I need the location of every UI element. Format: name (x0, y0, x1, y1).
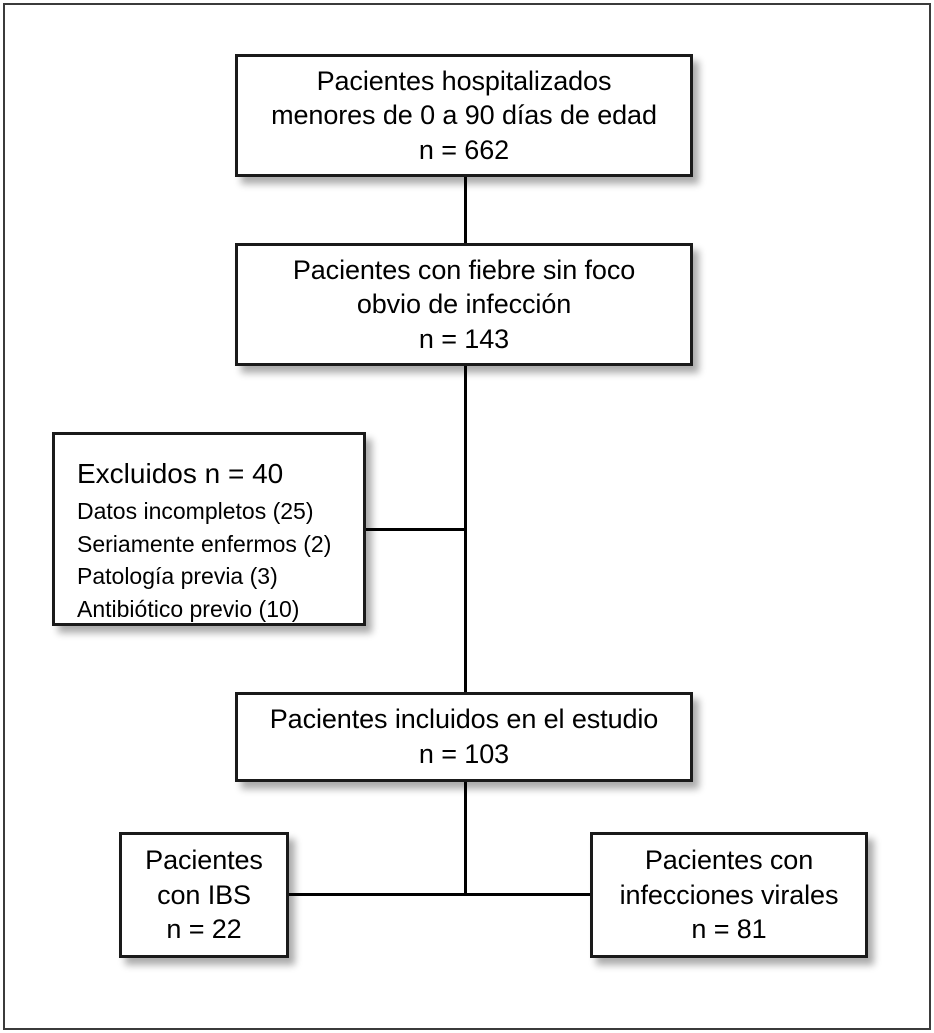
node-patients-with-ibs[interactable]: Pacientes con IBS n = 22 (119, 832, 289, 958)
list-item: Seriamente enfermos (2) (77, 530, 332, 557)
connector-hospitalized-to-fever (464, 175, 467, 245)
list-item: Antibiótico previo (10) (77, 595, 300, 622)
node-patients-viral-infections[interactable]: Pacientes con infecciones virales n = 81 (590, 832, 868, 958)
node-patients-viral-infections-text: Pacientes con infecciones virales n = 81 (619, 845, 839, 945)
node-included-in-study-text: Pacientes incluidos en el estudio n = 10… (269, 704, 659, 769)
node-excluded-reason-list: Datos incompletos (25) Seriamente enferm… (77, 495, 331, 626)
node-patients-with-ibs-text: Pacientes con IBS n = 22 (145, 845, 263, 945)
node-hospitalized-patients[interactable]: Pacientes hospitalizados menores de 0 a … (235, 54, 693, 177)
node-excluded[interactable]: Excluidos n = 40 Datos incompletos (25) … (52, 432, 366, 626)
list-item: Datos incompletos (25) (77, 498, 314, 524)
node-excluded-heading: Excluidos n = 40 (77, 458, 284, 489)
node-hospitalized-patients-text: Pacientes hospitalizados menores de 0 a … (271, 65, 657, 165)
node-fever-no-focus-text: Pacientes con fiebre sin foco obvio de i… (292, 254, 636, 354)
node-fever-no-focus[interactable]: Pacientes con fiebre sin foco obvio de i… (235, 243, 693, 366)
node-included-in-study[interactable]: Pacientes incluidos en el estudio n = 10… (235, 692, 693, 782)
connector-included-to-split (464, 780, 467, 896)
list-item: Patología previa (3) (77, 563, 278, 590)
connector-split-horizontal (287, 893, 592, 896)
node-excluded-body: Excluidos n = 40 Datos incompletos (25) … (55, 435, 331, 626)
connector-excluded-branch (364, 528, 466, 531)
